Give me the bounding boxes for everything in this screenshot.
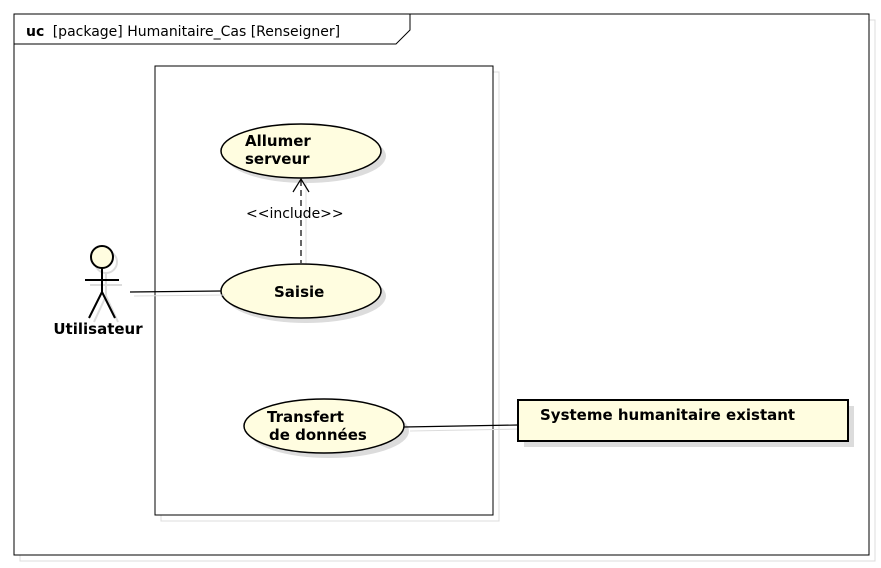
stick-figure-icon bbox=[85, 245, 119, 319]
frame-tab bbox=[14, 14, 411, 45]
use-case-label: serveur bbox=[245, 150, 310, 168]
use-case-label: Allumer bbox=[245, 132, 311, 150]
frame-title: [package] Humanitaire_Cas [Renseigner] bbox=[53, 24, 340, 40]
include-relationship: <<include>> bbox=[246, 177, 344, 266]
use-case-transfert-donnees[interactable]: Transfert de données bbox=[243, 398, 409, 458]
use-case-label: de données bbox=[269, 426, 367, 444]
include-label: <<include>> bbox=[246, 206, 344, 222]
external-system-label: Systeme humanitaire existant bbox=[540, 406, 795, 424]
svg-text:uc [package] Humanitaire_C: uc [package] Humanitaire_Cas [Renseigner… bbox=[26, 24, 340, 40]
use-case-label: Saisie bbox=[274, 283, 324, 301]
include-arrowhead bbox=[292, 177, 310, 193]
association-transfert-system bbox=[403, 424, 519, 428]
actor-utilisateur[interactable]: Utilisateur bbox=[53, 245, 143, 338]
actor-label: Utilisateur bbox=[53, 320, 143, 338]
association-actor-saisie bbox=[129, 290, 222, 293]
use-case-saisie[interactable]: Saisie bbox=[220, 263, 386, 323]
frame-keyword: uc bbox=[26, 24, 44, 40]
use-case-allumer-serveur[interactable]: Allumer serveur bbox=[220, 123, 386, 183]
use-case-label: Transfert bbox=[267, 408, 344, 426]
external-system-box[interactable]: Systeme humanitaire existant bbox=[517, 399, 854, 447]
